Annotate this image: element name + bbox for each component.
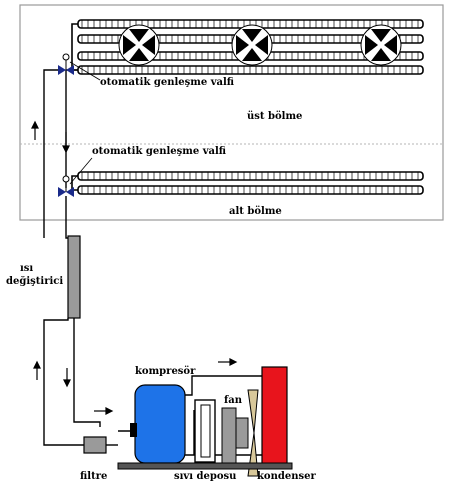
expansion-valve-icon (58, 53, 74, 75)
fan-icon (360, 24, 402, 66)
leader-line (69, 61, 101, 81)
condenser (261, 366, 288, 468)
compressor-port (130, 423, 137, 437)
label-heat-exchanger-2: değiştirici (6, 276, 64, 287)
arrow-icon (63, 368, 71, 388)
label-filter: filtre (80, 471, 108, 482)
expansion-valve-icon (58, 175, 74, 197)
label-liquid-tank: sıvı deposu (174, 471, 237, 482)
label-condenser: kondenser (257, 471, 316, 482)
arrow-icon (62, 132, 70, 154)
label-fan: fan (224, 395, 243, 406)
label-valve-upper: otomatik genleşme valfi (100, 77, 235, 88)
fan-icon (118, 24, 160, 66)
arrow-icon (94, 407, 114, 415)
fan-motor (221, 407, 249, 465)
lower-evaporator-coil (71, 171, 424, 195)
arrow-icon (33, 360, 41, 380)
cabinet-outline (19, 4, 444, 221)
leader-line (69, 157, 93, 185)
heat-exchanger (67, 235, 81, 319)
label-heat-exchanger: ısı (20, 263, 34, 274)
arrow-icon (218, 358, 238, 366)
base-plate (117, 462, 293, 470)
label-compressor: kompresör (135, 366, 196, 377)
arrow-icon (31, 120, 39, 140)
filter (83, 436, 107, 454)
fan-icon (231, 24, 273, 66)
label-upper-compartment: üst bölme (247, 111, 303, 122)
label-valve-lower: otomatik genleşme valfi (92, 146, 227, 157)
compressor (134, 384, 186, 464)
label-lower-compartment: alt bölme (229, 206, 282, 217)
